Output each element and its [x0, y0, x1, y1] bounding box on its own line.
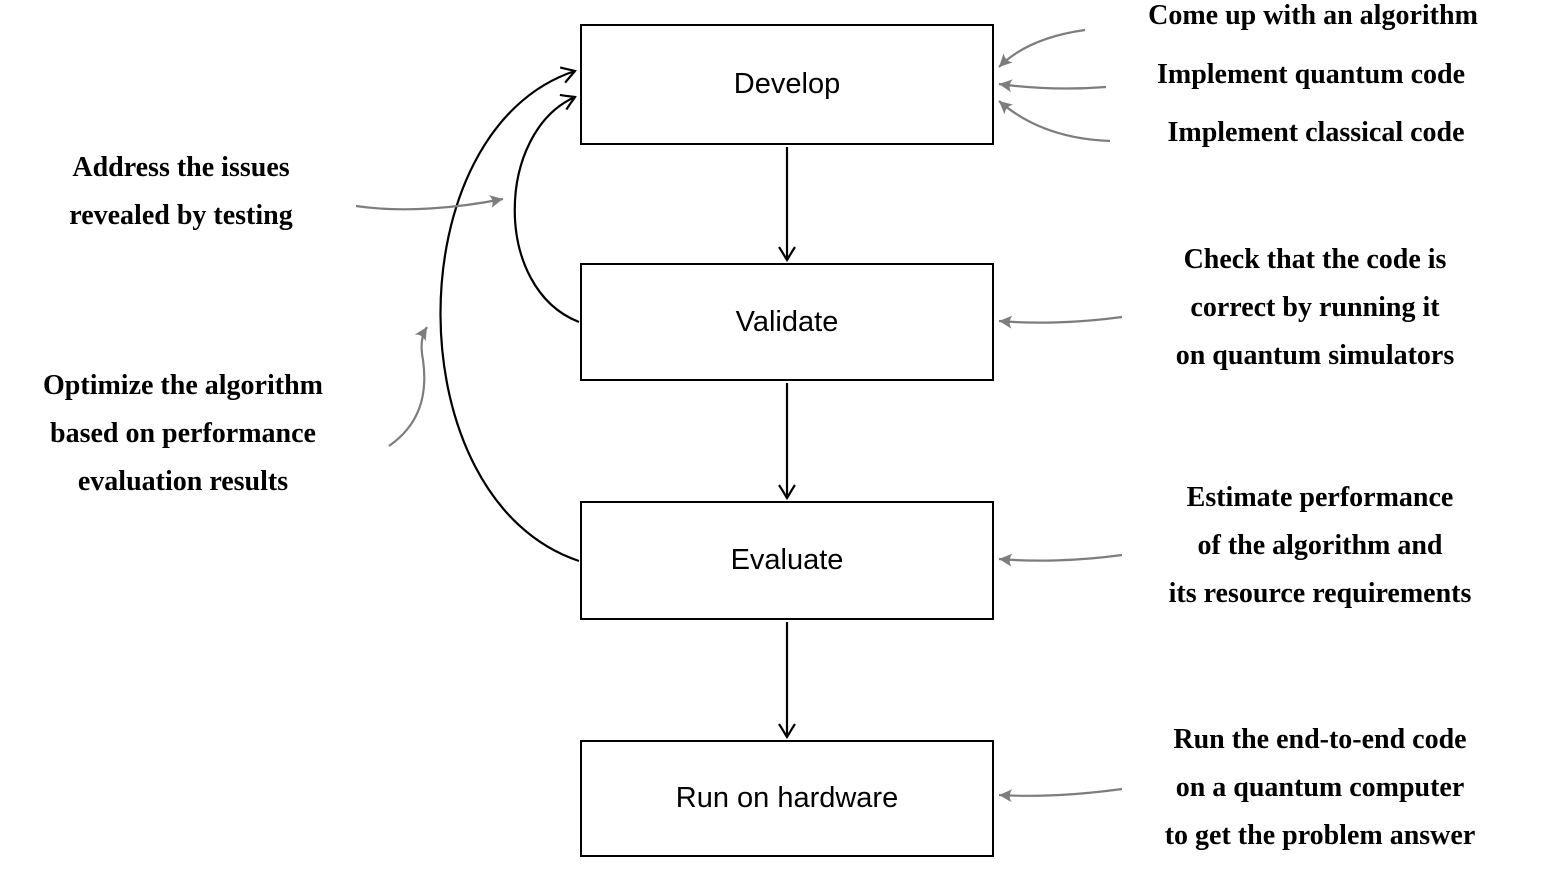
feedback-arc-validate-to-develop	[513, 93, 580, 324]
annotation-arrow-impl-classical	[998, 100, 1111, 143]
annotation-arrow-run-e2e	[998, 787, 1123, 803]
annotation-impl-classical: Implement classical code	[1167, 117, 1465, 148]
annotation-arrow-impl-quantum	[998, 79, 1107, 93]
annotation-come-up: Come up with an algorithm	[1148, 0, 1478, 31]
annotation-impl-quantum: Implement quantum code	[1156, 59, 1465, 90]
annotation-arrow-estimate	[998, 553, 1123, 567]
annotation-estimate: Estimate performance of the algorithm an…	[1070, 474, 1548, 618]
node-develop-label: Develop	[733, 68, 841, 100]
annotation-optimize-line1: Optimize the algorithm	[43, 370, 323, 401]
annotation-estimate-line3: its resource requirements	[1168, 578, 1472, 609]
annotation-run-e2e: Run the end-to-end code on a quantum com…	[1070, 716, 1548, 860]
annotation-check-line3: on quantum simulators	[1175, 340, 1455, 371]
annotation-address-line1: Address the issues	[72, 152, 290, 183]
annotation-estimate-line1: Estimate performance	[1186, 482, 1454, 513]
annotation-check-line2: correct by running it	[1190, 292, 1440, 323]
node-evaluate-label: Evaluate	[730, 544, 844, 576]
annotation-check-line1: Check that the code is	[1183, 244, 1447, 275]
annotation-arrow-address	[355, 195, 504, 211]
node-validate-label: Validate	[735, 305, 839, 338]
feedback-arc-evaluate-to-develop	[439, 66, 580, 563]
annotation-arrow-optimize	[388, 326, 428, 447]
node-evaluate: Evaluate	[580, 501, 994, 620]
annotation-optimize-line2: based on performance	[50, 418, 316, 449]
annotation-run-e2e-line2: on a quantum computer	[1175, 772, 1465, 803]
node-run-on-hardware-label: Run on hardware	[675, 782, 899, 814]
annotation-check: Check that the code is correct by runnin…	[1065, 236, 1548, 380]
node-validate: Validate	[580, 263, 994, 381]
annotation-optimize: Optimize the algorithm based on performa…	[0, 362, 366, 506]
annotation-estimate-line2: of the algorithm and	[1197, 530, 1443, 561]
annotation-address-line2: revealed by testing	[69, 200, 293, 231]
annotation-arrow-check	[998, 315, 1123, 329]
annotation-address: Address the issues revealed by testing	[0, 144, 362, 240]
annotation-arrow-come-up	[998, 28, 1086, 68]
annotation-run-e2e-line3: to get the problem answer	[1164, 820, 1476, 851]
annotation-optimize-line3: evaluation results	[77, 466, 289, 497]
node-run-on-hardware: Run on hardware	[580, 740, 994, 857]
annotation-run-e2e-line1: Run the end-to-end code	[1173, 724, 1467, 755]
node-develop: Develop	[580, 24, 994, 145]
